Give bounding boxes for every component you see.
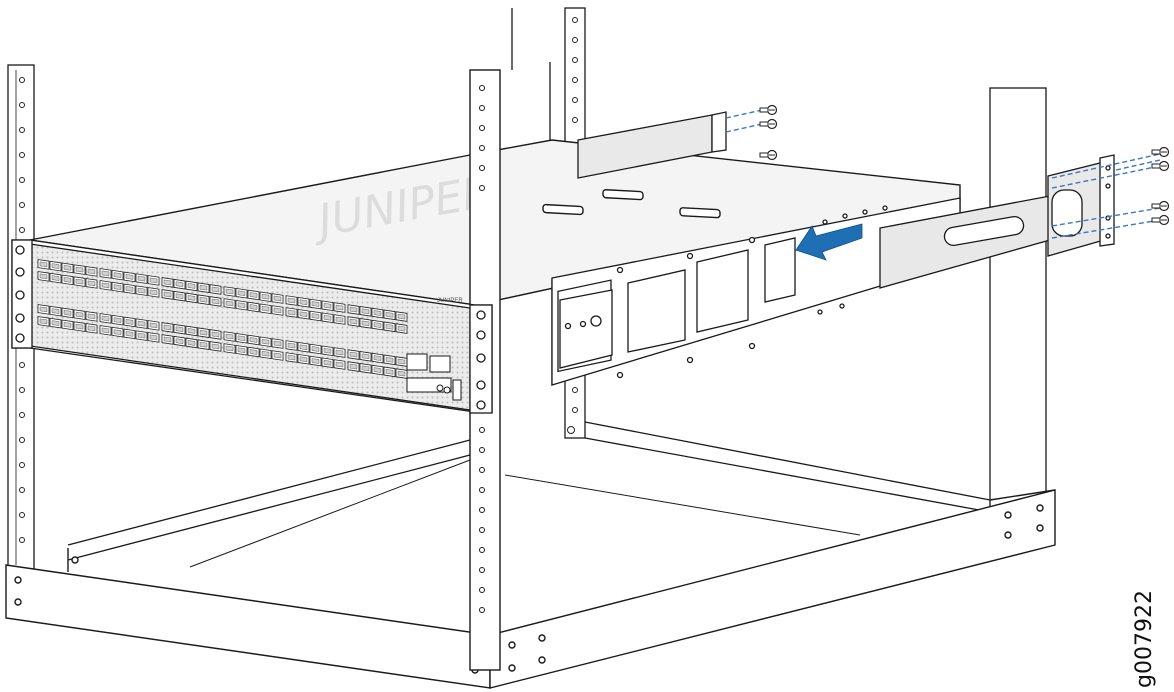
mounting-rail (551, 197, 961, 386)
mounting-screws (725, 104, 1170, 239)
rack-post-holes (19, 17, 578, 543)
screw-guide-lines (725, 109, 1161, 239)
panel-brand-text: JUNIPER (437, 298, 463, 304)
management-ports: JUNIPER (406, 298, 463, 401)
insert-direction-arrow (795, 223, 863, 261)
rack-post-rear-right (989, 87, 1047, 509)
figure-id-label: g007922 (1132, 590, 1157, 688)
rack-rear-frame (67, 421, 991, 568)
mounting-bracket-rear (577, 111, 1115, 289)
